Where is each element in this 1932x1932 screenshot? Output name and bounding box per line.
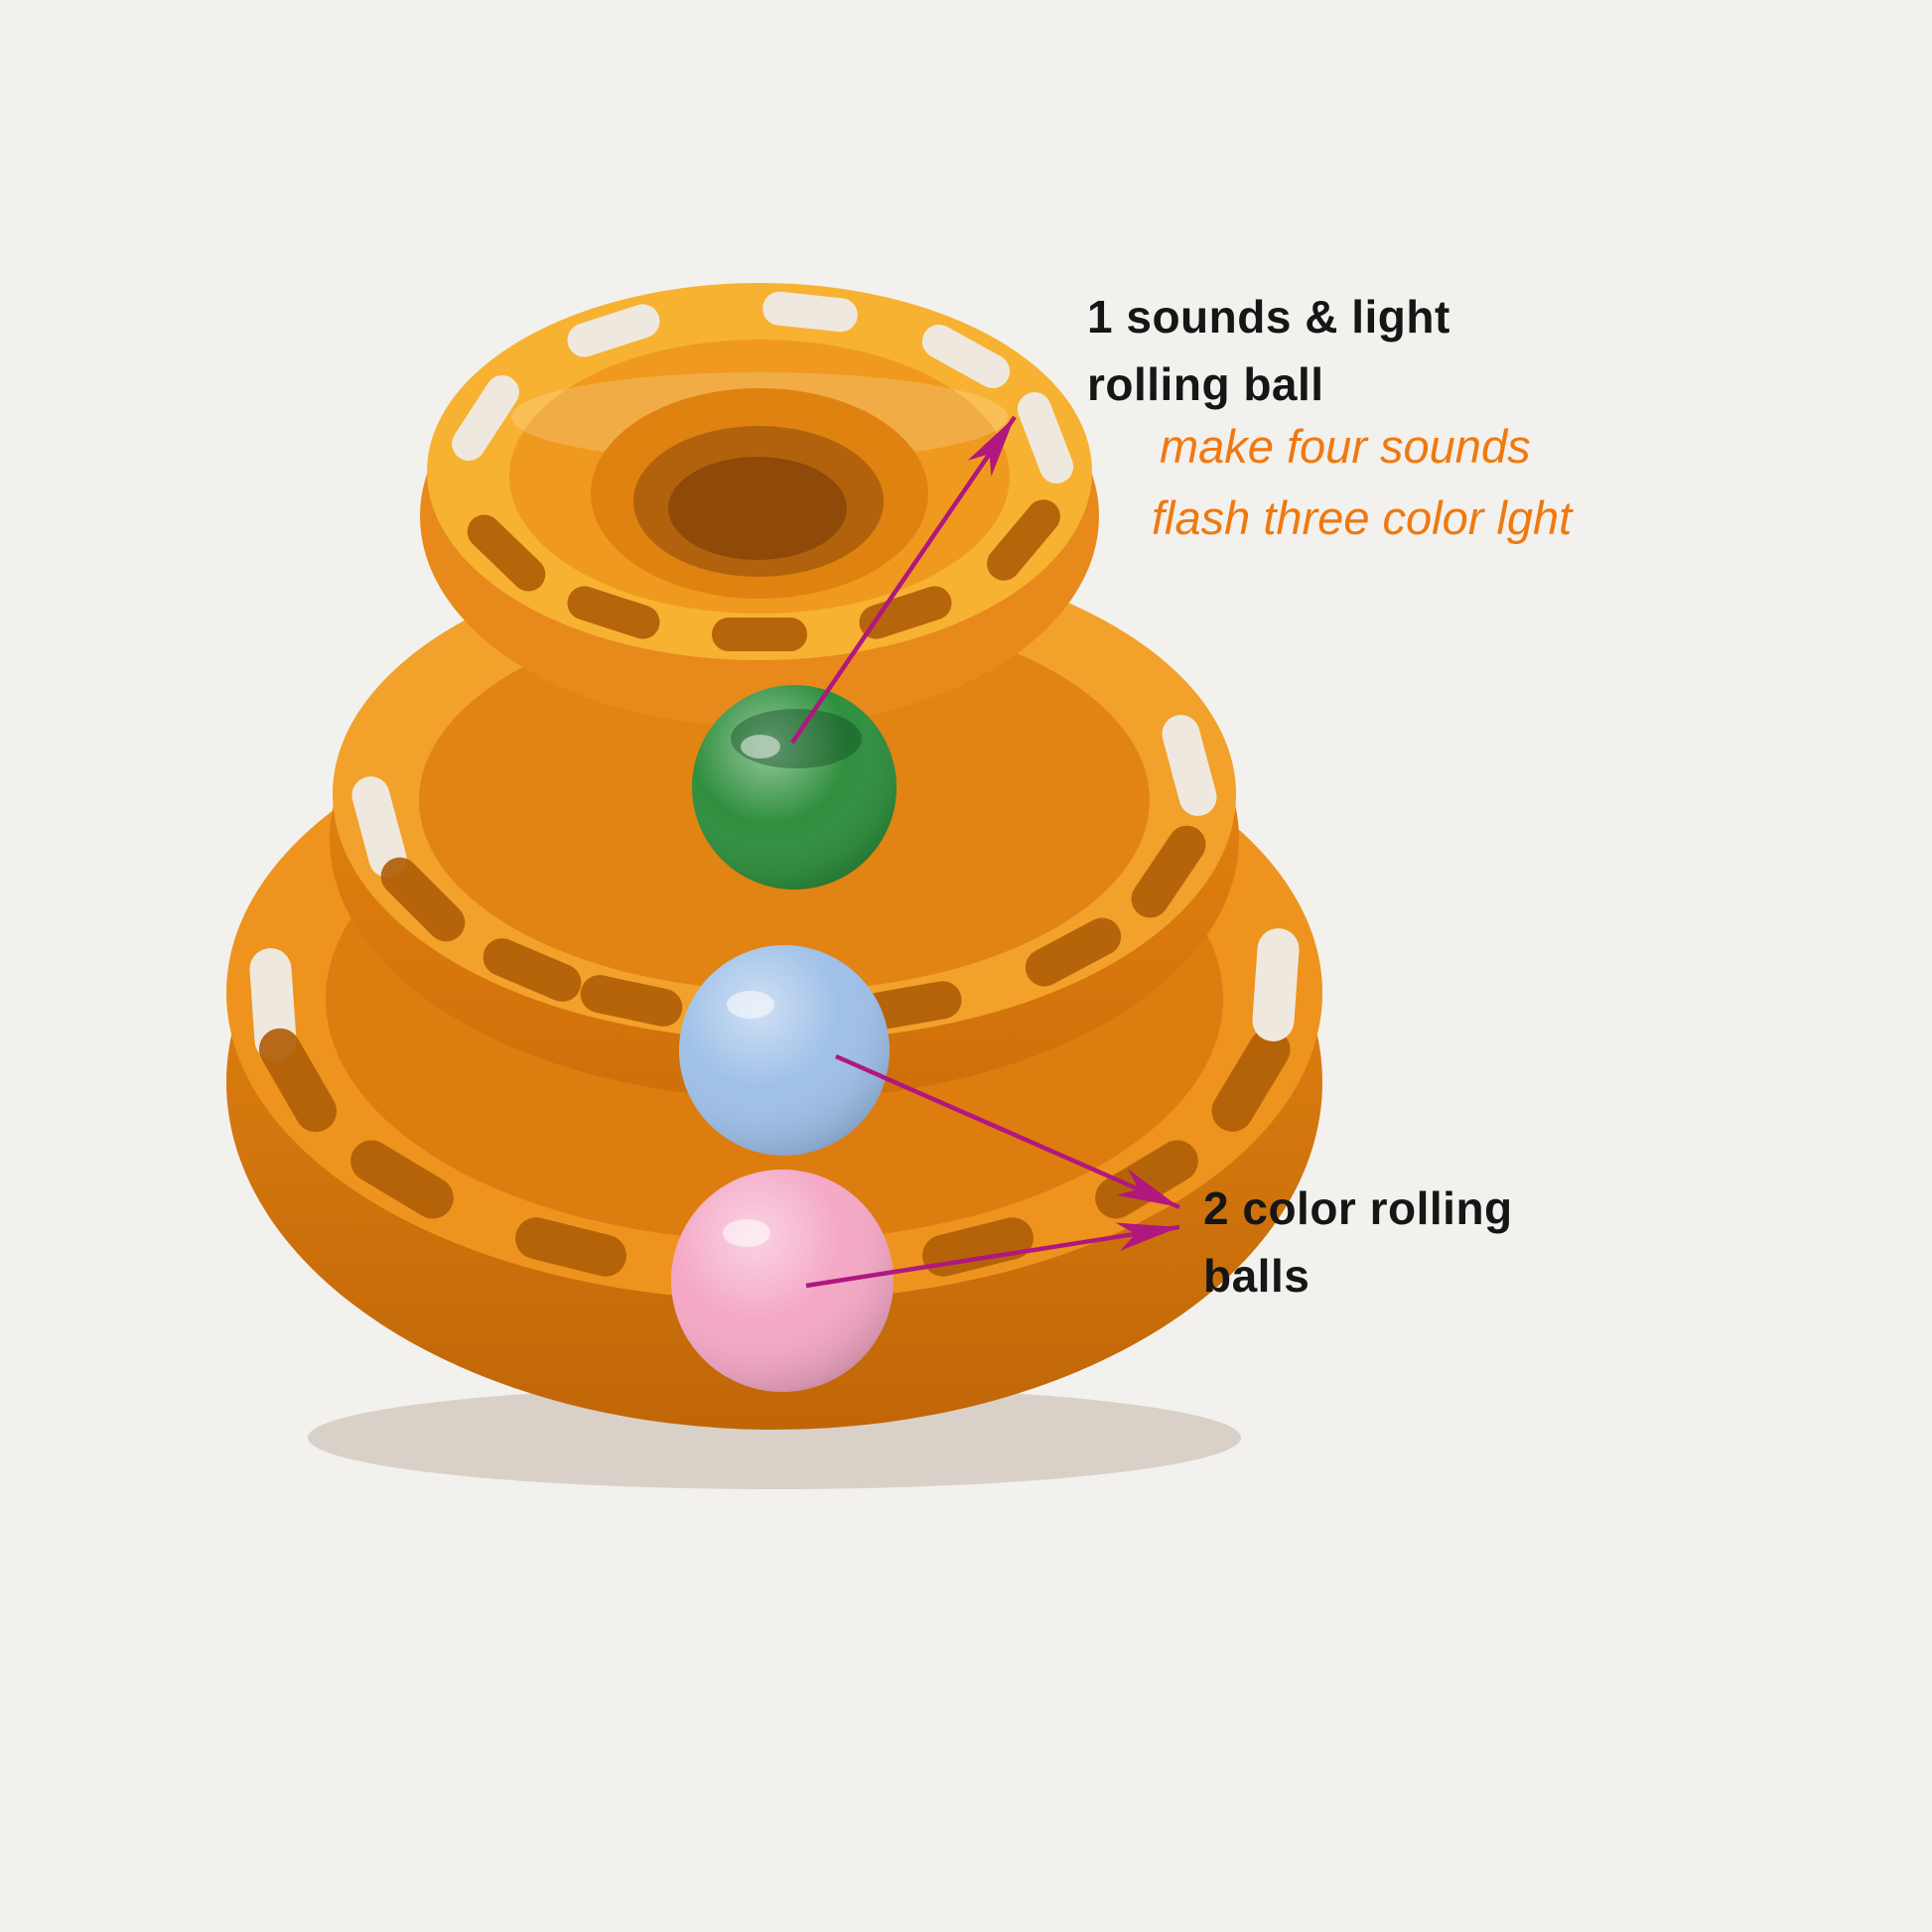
top-tier xyxy=(420,283,1099,727)
slot-hole xyxy=(987,499,1060,581)
slot-hole xyxy=(259,1028,337,1133)
annotation-feature-lights: flash three color lght xyxy=(1152,491,1573,544)
slot-hole xyxy=(859,981,962,1031)
slot-hole xyxy=(762,291,858,333)
slot-hole xyxy=(859,586,952,639)
arrow-pink-ball xyxy=(805,1222,1180,1289)
blue-ball-shade xyxy=(679,945,890,1156)
annotation-sound-light-line1: 1 sounds & light xyxy=(1087,291,1450,343)
arrow-sound-light xyxy=(790,415,1017,745)
blue-ball-highlight xyxy=(727,991,774,1019)
arrow-blue-ball xyxy=(835,1053,1180,1210)
slot-hole xyxy=(1131,825,1206,918)
pink-ball-shade xyxy=(671,1170,894,1392)
center-hole-inner xyxy=(668,457,847,560)
slot-hole xyxy=(380,857,466,942)
green-ball-shade xyxy=(692,685,897,890)
pink-ball-highlight xyxy=(723,1219,770,1247)
annotation-sound-light-line2: rolling ball xyxy=(1087,358,1324,410)
slot-hole xyxy=(1025,917,1122,987)
slot-hole xyxy=(567,586,660,639)
slot-hole xyxy=(351,776,407,878)
annotation-color-balls-line1: 2 color rolling xyxy=(1203,1182,1513,1234)
slot-hole xyxy=(452,375,519,461)
green-ball xyxy=(692,685,897,890)
slot-hole xyxy=(350,1140,454,1219)
slot-hole xyxy=(1162,715,1217,816)
slot-hole xyxy=(467,514,546,592)
green-ball-highlight xyxy=(741,735,780,759)
slot-hole xyxy=(712,618,807,651)
annotation-color-balls-line2: balls xyxy=(1203,1250,1311,1302)
slot-hole xyxy=(1211,1029,1291,1132)
slot-hole xyxy=(515,1217,626,1277)
slot-hole xyxy=(1017,392,1074,483)
slot-hole xyxy=(483,938,582,1002)
slot-hole xyxy=(567,304,660,357)
blue-ball xyxy=(679,945,890,1156)
pink-ball xyxy=(671,1170,894,1392)
slot-hole xyxy=(580,975,683,1027)
ground-shadow xyxy=(308,1386,1241,1489)
slot-hole xyxy=(1252,928,1300,1041)
slot-hole xyxy=(921,324,1011,389)
annotation-feature-sounds: make four sounds xyxy=(1160,420,1531,473)
